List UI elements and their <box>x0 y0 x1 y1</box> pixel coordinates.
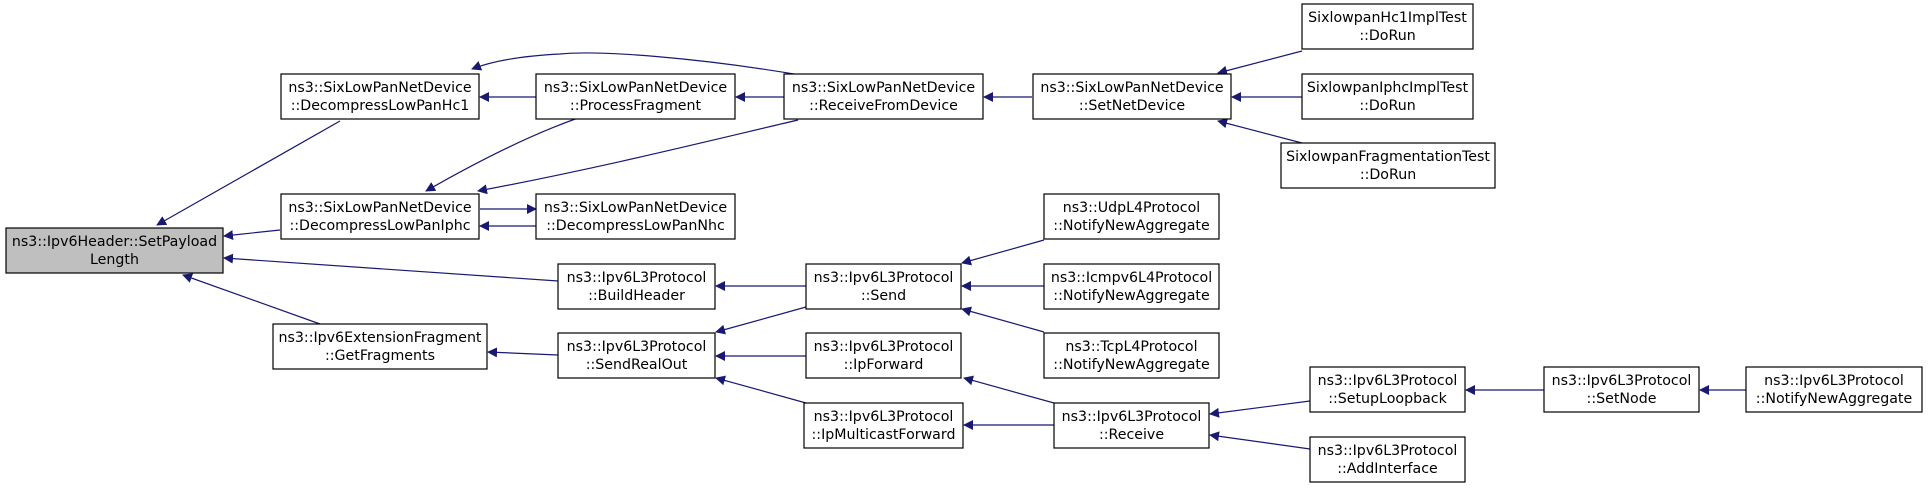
edge-receive-to-ipforward <box>963 375 1055 404</box>
node-fragtest-line1: SixlowpanFragmentationTest <box>1286 149 1490 165</box>
node-receivefromdevice[interactable]: ns3::SixLowPanNetDevice ::ReceiveFromDev… <box>783 73 984 120</box>
node-hc1test-line1: SixlowpanHc1ImplTest <box>1308 10 1467 26</box>
node-tcpl4[interactable]: ns3::TcpL4Protocol ::NotifyNewAggregate <box>1043 332 1220 379</box>
node-processfragment-line2: ::ProcessFragment <box>570 98 702 114</box>
node-udpl4-line1: ns3::UdpL4Protocol <box>1063 200 1200 216</box>
edge-getfragments-to-setpayload <box>182 273 321 325</box>
node-getfragments-line1: ns3::Ipv6ExtensionFragment <box>279 330 482 346</box>
edge-addinterface-to-receive <box>1209 431 1311 450</box>
node-setuploopback[interactable]: ns3::Ipv6L3Protocol ::SetupLoopback <box>1309 366 1466 413</box>
node-decompnhc[interactable]: ns3::SixLowPanNetDevice ::DecompressLowP… <box>535 193 736 240</box>
node-decompiphc-line1: ns3::SixLowPanNetDevice <box>288 200 471 216</box>
node-setnode[interactable]: ns3::Ipv6L3Protocol ::SetNode <box>1543 366 1700 413</box>
node-setuploopback-line2: ::SetupLoopback <box>1328 391 1447 407</box>
node-setpayload-line2: Length <box>90 252 139 268</box>
node-buildheader-line2: ::BuildHeader <box>588 288 685 304</box>
node-receivefromdevice-line1: ns3::SixLowPanNetDevice <box>792 80 975 96</box>
node-iphctest[interactable]: SixlowpanIphcImplTest ::DoRun <box>1301 73 1474 120</box>
node-addinterface-line1: ns3::Ipv6L3Protocol <box>1318 443 1458 459</box>
node-receive-line1: ns3::Ipv6L3Protocol <box>1062 409 1202 425</box>
node-ipforward-line2: ::IpForward <box>844 357 924 373</box>
node-iphctest-line2: ::DoRun <box>1359 98 1415 114</box>
node-addinterface[interactable]: ns3::Ipv6L3Protocol ::AddInterface <box>1309 436 1466 483</box>
node-udpl4-line2: ::NotifyNewAggregate <box>1053 218 1209 234</box>
node-sendrealout-line1: ns3::Ipv6L3Protocol <box>567 339 707 355</box>
node-icmpv6l4-line2: ::NotifyNewAggregate <box>1053 288 1209 304</box>
node-decompnhc-line1: ns3::SixLowPanNetDevice <box>544 200 727 216</box>
node-setuploopback-line1: ns3::Ipv6L3Protocol <box>1318 373 1458 389</box>
node-ipmulticastforward-line1: ns3::Ipv6L3Protocol <box>814 409 954 425</box>
edge-setuploopback-to-receive <box>1209 400 1311 418</box>
node-icmpv6l4[interactable]: ns3::Icmpv6L4Protocol ::NotifyNewAggrega… <box>1043 263 1220 310</box>
node-decompiphc[interactable]: ns3::SixLowPanNetDevice ::DecompressLowP… <box>280 193 480 240</box>
node-decompiphc-line2: ::DecompressLowPanIphc <box>289 218 470 234</box>
node-hc1test[interactable]: SixlowpanHc1ImplTest ::DoRun <box>1301 3 1474 50</box>
node-udpl4[interactable]: ns3::UdpL4Protocol ::NotifyNewAggregate <box>1043 193 1220 240</box>
node-notifynewaggregate[interactable]: ns3::Ipv6L3Protocol ::NotifyNewAggregate <box>1745 366 1923 413</box>
edge-tcpl4-to-send <box>961 306 1045 333</box>
edge-receivefromdevice-to-decompiphc <box>477 119 799 195</box>
node-processfragment[interactable]: ns3::SixLowPanNetDevice ::ProcessFragmen… <box>535 73 736 120</box>
node-fragtest-line2: ::DoRun <box>1360 167 1416 183</box>
node-getfragments-line2: ::GetFragments <box>325 348 435 364</box>
node-setnode-line1: ns3::Ipv6L3Protocol <box>1552 373 1692 389</box>
node-processfragment-line1: ns3::SixLowPanNetDevice <box>544 80 727 96</box>
edge-udpl4-to-send <box>961 239 1045 266</box>
node-receivefromdevice-line2: ::ReceiveFromDevice <box>809 98 958 114</box>
edge-fragtest-to-setnetdevice <box>1217 118 1303 144</box>
node-send-line2: ::Send <box>861 288 906 304</box>
node-sendrealout-line2: ::SendRealOut <box>586 357 688 373</box>
node-notifynewaggregate-line2: ::NotifyNewAggregate <box>1756 391 1912 407</box>
node-addinterface-line2: ::AddInterface <box>1337 461 1438 477</box>
edge-hc1test-to-setnetdevice <box>1217 50 1303 76</box>
node-buildheader-line1: ns3::Ipv6L3Protocol <box>567 270 707 286</box>
node-fragtest[interactable]: SixlowpanFragmentationTest ::DoRun <box>1280 142 1496 189</box>
node-ipforward-line1: ns3::Ipv6L3Protocol <box>814 339 954 355</box>
node-tcpl4-line2: ::NotifyNewAggregate <box>1053 357 1209 373</box>
node-getfragments[interactable]: ns3::Ipv6ExtensionFragment ::GetFragment… <box>272 323 488 370</box>
edge-ipmulticastforward-to-sendrealout <box>715 375 807 404</box>
node-hc1test-line2: ::DoRun <box>1359 28 1415 44</box>
node-iphctest-line1: SixlowpanIphcImplTest <box>1307 80 1469 96</box>
edge-buildheader-to-setpayload <box>223 253 559 282</box>
edge-receivefromdevice-to-decomphc1 <box>471 52 801 76</box>
node-setnetdevice[interactable]: ns3::SixLowPanNetDevice ::SetNetDevice <box>1032 73 1232 120</box>
node-receive-line2: ::Receive <box>1099 427 1164 443</box>
node-decompnhc-line2: ::DecompressLowPanNhc <box>546 218 725 234</box>
node-receive[interactable]: ns3::Ipv6L3Protocol ::Receive <box>1053 402 1210 449</box>
edge-decomphc1-to-setpayload <box>156 120 341 226</box>
node-send-line1: ns3::Ipv6L3Protocol <box>814 270 954 286</box>
node-buildheader[interactable]: ns3::Ipv6L3Protocol ::BuildHeader <box>557 263 716 310</box>
node-decomphc1-line2: ::DecompressLowPanHc1 <box>291 98 470 114</box>
node-setnetdevice-line2: ::SetNetDevice <box>1079 98 1185 114</box>
node-setpayload-line1: ns3::Ipv6Header::SetPayload <box>12 234 217 250</box>
edge-processfragment-to-decompiphc <box>425 117 579 192</box>
edge-send-to-sendrealout <box>715 306 807 335</box>
node-tcpl4-line1: ns3::TcpL4Protocol <box>1065 339 1197 355</box>
node-icmpv6l4-line1: ns3::Icmpv6L4Protocol <box>1051 270 1212 286</box>
node-ipmulticastforward[interactable]: ns3::Ipv6L3Protocol ::IpMulticastForward <box>803 402 964 449</box>
edge-sendrealout-to-getfragments <box>487 347 559 358</box>
node-decomphc1[interactable]: ns3::SixLowPanNetDevice ::DecompressLowP… <box>280 73 480 120</box>
node-sendrealout[interactable]: ns3::Ipv6L3Protocol ::SendRealOut <box>557 332 716 379</box>
node-send[interactable]: ns3::Ipv6L3Protocol ::Send <box>805 263 962 310</box>
node-setpayload[interactable]: ns3::Ipv6Header::SetPayload Length <box>5 227 224 274</box>
node-ipmulticastforward-line2: ::IpMulticastForward <box>812 427 956 443</box>
node-notifynewaggregate-line1: ns3::Ipv6L3Protocol <box>1764 373 1904 389</box>
node-setnetdevice-line1: ns3::SixLowPanNetDevice <box>1040 80 1223 96</box>
node-ipforward[interactable]: ns3::Ipv6L3Protocol ::IpForward <box>805 332 962 379</box>
edge-decompiphc-to-setpayload <box>223 229 281 241</box>
node-setnode-line2: ::SetNode <box>1587 391 1657 407</box>
node-decomphc1-line1: ns3::SixLowPanNetDevice <box>288 80 471 96</box>
